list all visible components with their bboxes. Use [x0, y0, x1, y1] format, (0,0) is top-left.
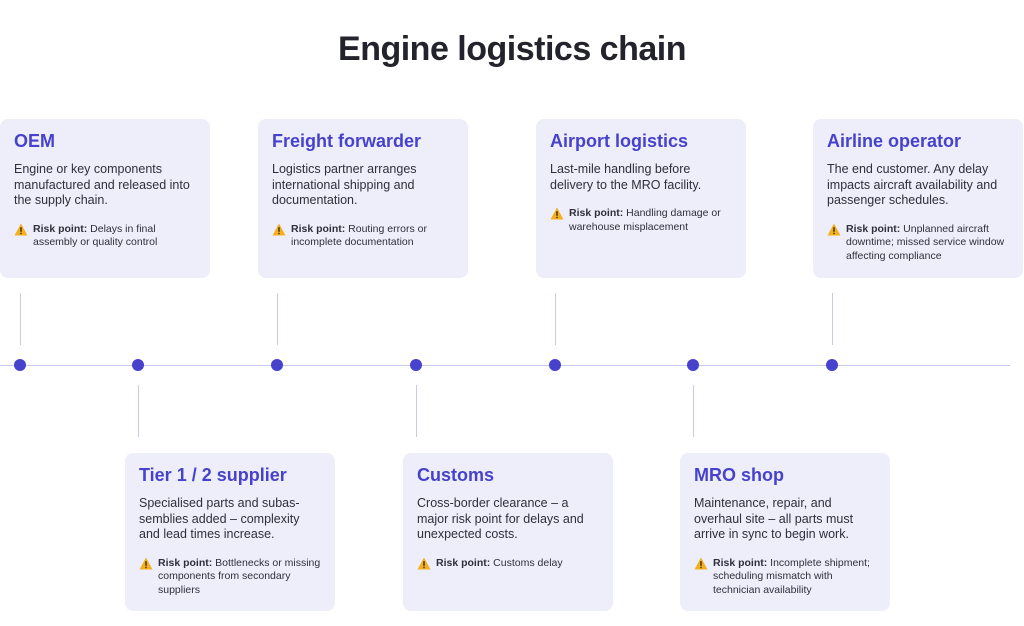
risk-label: Risk point: [33, 222, 88, 235]
risk-label: Risk point: [291, 222, 346, 235]
risk-point: Risk point: Incomplete shipment; schedul… [694, 557, 876, 598]
risk-point: Risk point: Delays in final assembly or … [14, 223, 196, 250]
warning-triangle-icon [14, 223, 28, 235]
timeline-dot-oem [14, 359, 26, 371]
stage-card-customs: Customs Cross-border clearance – a major… [403, 453, 613, 611]
connector-airline-operator [832, 293, 833, 345]
risk-text: Handling damage or warehouse misplacemen… [569, 207, 721, 233]
stage-card-airport-logistics: Airport logistics Last-mile handling bef… [536, 119, 746, 278]
stage-card-freight-forwarder: Freight forwarder Logistics partner arra… [258, 119, 468, 278]
stage-title: Airport logistics [550, 131, 689, 151]
risk-text: Incomplete shipment; scheduling mismatch… [713, 556, 870, 596]
risk-text: Customs delay [493, 556, 563, 569]
page-title: Engine logistics chain [338, 30, 686, 68]
timeline-dot-airline-operator [826, 359, 838, 371]
warning-triangle-icon [139, 557, 153, 569]
risk-text: Unplanned aircraft downtime; missed serv… [846, 222, 1005, 262]
risk-point: Risk point: Unplanned aircraft downtime;… [827, 223, 1009, 264]
stage-title: Freight forwarder [272, 131, 422, 151]
timeline-dot-customs [410, 359, 422, 371]
risk-point: Risk point: Routing errors or incomplete… [272, 223, 454, 250]
risk-label: Risk point: [846, 222, 901, 235]
stage-description: Maintenance, repair, and overhaul site –… [694, 496, 854, 541]
risk-label: Risk point: [569, 207, 624, 219]
timeline-axis [0, 365, 1010, 366]
stage-card-oem: OEM Engine or key components manufacture… [0, 119, 210, 278]
risk-text: Bottlenecks or missing components from s… [158, 556, 321, 596]
stage-description: Specialised parts and subas-semblies add… [139, 496, 300, 541]
warning-triangle-icon [417, 557, 431, 569]
warning-triangle-icon [550, 207, 564, 220]
warning-triangle-icon [272, 223, 286, 235]
stage-description: Engine or key components manufactured an… [14, 162, 190, 207]
timeline-dot-freight-forwarder [271, 359, 283, 371]
stage-description: Cross-border clearance – a major risk po… [417, 496, 584, 541]
connector-oem [20, 293, 21, 345]
risk-label: Risk point: [436, 556, 491, 569]
stage-description: Logistics partner arranges international… [272, 162, 417, 207]
risk-text: Delays in final assembly or quality cont… [33, 222, 158, 249]
risk-text: Routing errors or incomplete documentati… [291, 222, 427, 249]
connector-freight-forwarder [277, 293, 278, 345]
connector-mro-shop [693, 385, 694, 437]
risk-label: Risk point: [158, 556, 213, 569]
warning-triangle-icon [827, 223, 841, 235]
risk-point: Risk point: Customs delay [417, 557, 599, 571]
stage-title: MRO shop [694, 465, 784, 485]
risk-point: Risk point: Bottlenecks or missing compo… [139, 557, 321, 598]
timeline-dot-airport-logistics [549, 359, 561, 371]
warning-triangle-icon [694, 557, 708, 569]
stage-description: The end customer. Any delay impacts airc… [827, 162, 998, 207]
stage-title: OEM [14, 131, 56, 151]
connector-tier-supplier [138, 385, 139, 437]
stage-card-tier-supplier: Tier 1 / 2 supplier Specialised parts an… [125, 453, 335, 611]
risk-point: Risk point: Handling damage or warehouse… [550, 207, 732, 234]
timeline-dot-tier-supplier [132, 359, 144, 371]
stage-title: Customs [417, 465, 495, 485]
connector-airport-logistics [555, 293, 556, 345]
stage-title: Tier 1 / 2 supplier [139, 465, 287, 485]
timeline-dot-mro-shop [687, 359, 699, 371]
stage-description: Last-mile handling before delivery to th… [550, 162, 702, 192]
connector-customs [416, 385, 417, 437]
stage-title: Airline operator [827, 131, 962, 151]
stage-card-airline-operator: Airline operator The end customer. Any d… [813, 119, 1023, 278]
stage-card-mro-shop: MRO shop Maintenance, repair, and overha… [680, 453, 890, 611]
risk-label: Risk point: [713, 556, 768, 569]
